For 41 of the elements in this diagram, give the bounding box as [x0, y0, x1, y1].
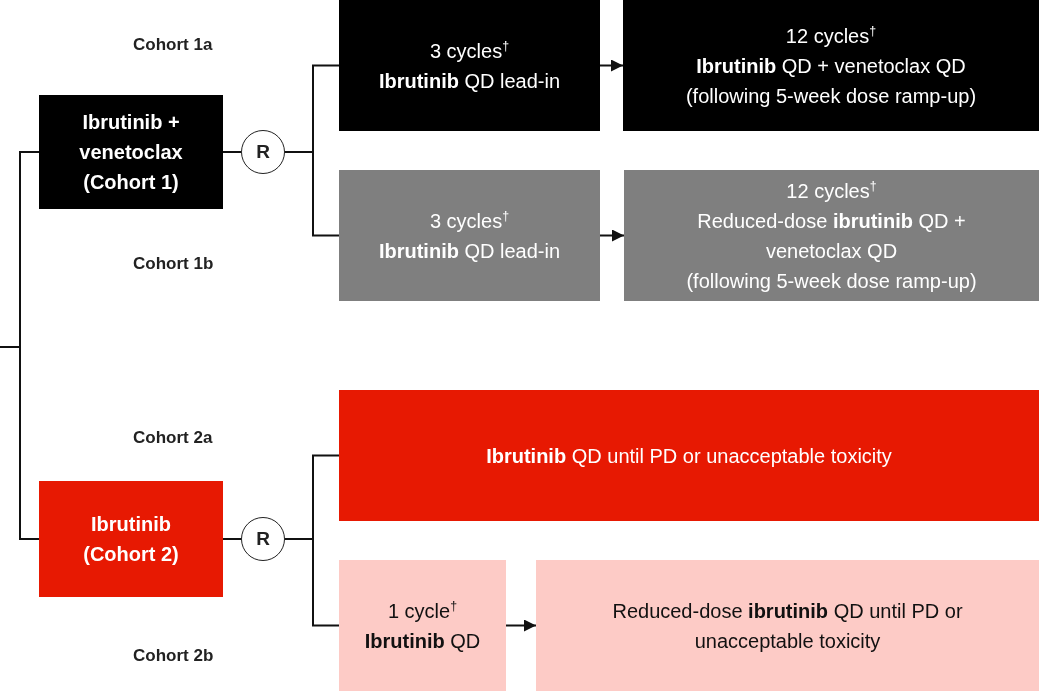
regimen-text: Ibrutinib QD lead-in — [378, 238, 561, 264]
connector-line — [222, 151, 242, 153]
regimen-text: Ibrutinib QD until PD or unacceptable toxicity — [486, 443, 892, 469]
cohort-box — [39, 481, 223, 597]
regimen-text: Ibrutinib QD + venetoclax QD — [696, 53, 966, 79]
regimen-text: Reduced-dose ibrutinib QD + venetoclax QD — [696, 208, 967, 264]
treatment-box — [339, 560, 506, 691]
treatment-box — [339, 170, 600, 301]
regimen-text: 12 cycles$^{†}$ — [785, 22, 877, 49]
randomization-circle — [241, 517, 285, 561]
treatment-box — [339, 0, 600, 131]
connector-line — [222, 538, 242, 540]
cohort-label: Cohort 2a — [133, 428, 213, 448]
randomization-circle — [241, 130, 285, 174]
arrow — [599, 59, 624, 72]
cohort-name: Ibrutinib (Cohort 2) — [82, 512, 180, 567]
cohort-label: Cohort 2b — [133, 646, 214, 666]
arrow — [505, 619, 537, 632]
randomization-letter: R — [256, 528, 270, 550]
treatment-box — [339, 390, 1039, 521]
regimen-text: (following 5-week dose ramp-up) — [685, 83, 977, 109]
connector-line — [0, 346, 40, 540]
regimen-text: 3 cycles$^{†}$ — [429, 37, 510, 64]
connector-line — [284, 538, 340, 627]
cohort-label: Cohort 1a — [133, 35, 213, 55]
arrow — [599, 229, 625, 242]
regimen-text: 3 cycles$^{†}$ — [429, 207, 510, 234]
treatment-box — [624, 170, 1039, 301]
treatment-box — [536, 560, 1039, 691]
regimen-text: 1 cycle$^{†}$ — [387, 597, 458, 624]
treatment-box — [623, 0, 1039, 131]
connector-line — [284, 151, 340, 237]
randomization-letter: R — [256, 141, 270, 163]
regimen-text: (following 5-week dose ramp-up) — [686, 268, 977, 294]
cohort-box — [39, 95, 223, 209]
regimen-text: Ibrutinib QD lead-in — [378, 68, 561, 94]
regimen-text: 12 cycles$^{†}$ — [786, 177, 877, 204]
cohort-label: Cohort 1b — [133, 254, 214, 274]
cohort-name: Ibrutinib + venetoclax (Cohort 1) — [78, 110, 184, 195]
regimen-text: Ibrutinib QD — [364, 628, 481, 654]
regimen-text: Reduced-dose ibrutinib QD until PD or unacceptable toxicity — [611, 598, 964, 654]
